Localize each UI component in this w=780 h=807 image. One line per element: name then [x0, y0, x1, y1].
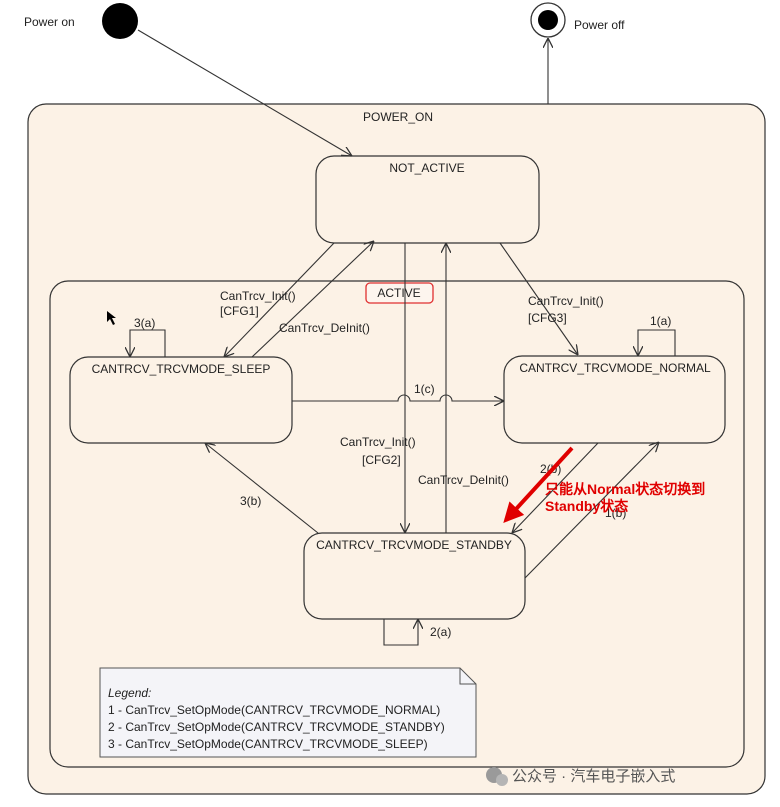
transition-1a-loop [638, 329, 676, 356]
watermark-text: 公众号 · 汽车电子嵌入式 [512, 768, 675, 785]
initial-label: Power on [24, 15, 75, 29]
annotation-line2: Standby状态 [545, 498, 628, 514]
state-standby-label: CANTRCV_TRCVMODE_STANDBY [316, 538, 512, 552]
transition-2a-loop [383, 619, 418, 646]
state-sleep [69, 356, 293, 444]
legend-line-1: 1 - CanTrcv_SetOpMode(CANTRCV_TRCVMODE_N… [108, 703, 440, 717]
label-deinit-standby: CanTrcv_DeInit() [418, 473, 509, 487]
legend-fold [459, 668, 476, 685]
final-node-inner [538, 10, 558, 30]
state-normal [503, 355, 726, 444]
state-normal-label: CANTRCV_TRCVMODE_NORMAL [519, 361, 711, 375]
label-1a: 1(a) [650, 314, 671, 328]
transition-init-normal [499, 242, 578, 355]
transition-1b [524, 442, 659, 579]
transition-3b [205, 443, 319, 534]
legend-line-3: 3 - CanTrcv_SetOpMode(CANTRCV_TRCVMODE_S… [108, 737, 428, 751]
legend-box [99, 667, 477, 758]
label-init-normal-1: CanTrcv_Init() [528, 294, 604, 308]
active-label: ACTIVE [377, 286, 420, 300]
label-deinit-sleep: CanTrcv_DeInit() [279, 321, 370, 335]
label-init-sleep-2: [CFG1] [220, 304, 259, 318]
label-init-standby-2: [CFG2] [362, 453, 401, 467]
transition-init-sleep [224, 242, 335, 357]
power-on-label: POWER_ON [363, 110, 433, 124]
transition-3a-loop [130, 329, 166, 357]
label-init-standby-1: CanTrcv_Init() [340, 435, 416, 449]
transition-1c [292, 394, 504, 401]
initial-node [102, 3, 138, 39]
label-1c: 1(c) [414, 382, 435, 396]
state-not-active-label: NOT_ACTIVE [389, 161, 464, 175]
state-not-active [315, 155, 540, 244]
annotation-line1: 只能从Normal状态切换到 [545, 481, 705, 497]
active-label-box [365, 282, 434, 304]
wechat-icon-bubble [496, 774, 508, 786]
label-init-normal-2: [CFG3] [528, 311, 567, 325]
transition-deinit-sleep [251, 241, 374, 358]
transition-2b [512, 442, 599, 533]
cursor-icon [107, 311, 116, 325]
legend-line-2: 2 - CanTrcv_SetOpMode(CANTRCV_TRCVMODE_S… [108, 720, 445, 734]
final-label: Power off [574, 18, 625, 32]
label-2a: 2(a) [430, 625, 451, 639]
annotation-arrow [503, 446, 574, 523]
legend-title: Legend: [108, 686, 151, 700]
watermark: 公众号 · 汽车电子嵌入式 [486, 767, 675, 786]
state-sleep-label: CANTRCV_TRCVMODE_SLEEP [92, 362, 271, 376]
label-3a: 3(a) [134, 316, 155, 330]
label-3b: 3(b) [240, 494, 261, 508]
label-init-sleep-1: CanTrcv_Init() [220, 289, 296, 303]
label-1b: 1(b) [605, 506, 626, 520]
transition-power-on [137, 29, 352, 156]
